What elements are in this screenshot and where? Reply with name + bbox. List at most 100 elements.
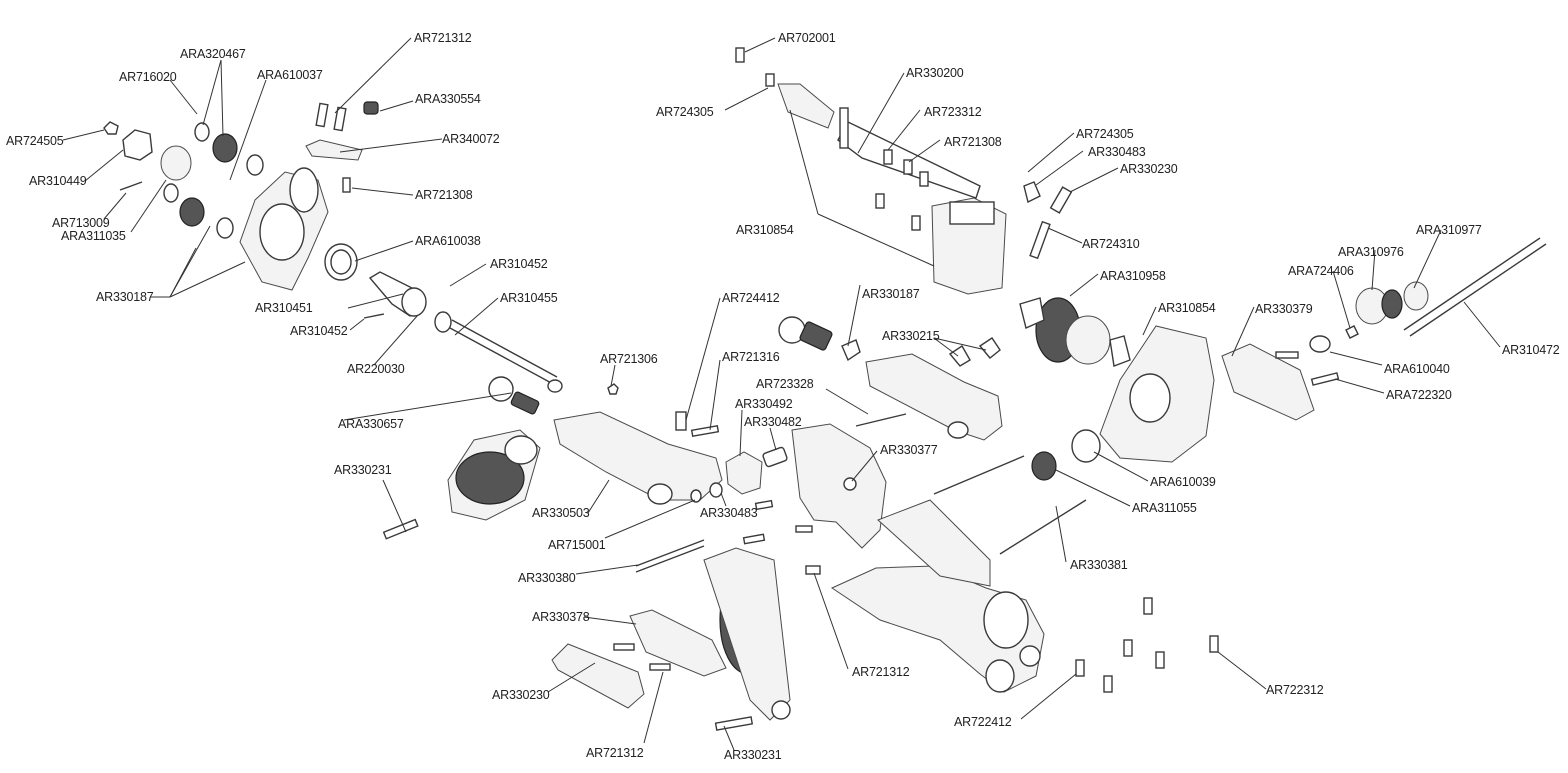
pinion-gear xyxy=(1031,451,1057,481)
label-ar330492: AR330492 xyxy=(735,397,793,411)
rear-arm-hub xyxy=(983,591,1029,649)
rear-hinge-pin-2 xyxy=(999,499,1087,555)
rod-end xyxy=(675,411,687,431)
ball-stud xyxy=(363,101,379,115)
rear-arm-upper xyxy=(877,499,991,587)
label-ar724305-left: AR724305 xyxy=(656,105,714,119)
small-nut xyxy=(103,121,119,135)
screw-r4 xyxy=(1209,635,1219,653)
label-ar721308-left: AR721308 xyxy=(415,188,473,202)
label-ar713009: AR713009 xyxy=(52,216,110,230)
dogbone-shaft-2 xyxy=(451,319,558,378)
label-ara320467: ARA320467 xyxy=(180,47,246,61)
shock-body-bottom xyxy=(703,547,791,721)
label-ara610039: ARA610039 xyxy=(1150,475,1216,489)
label-ar330231-left: AR330231 xyxy=(334,463,392,477)
label-ara722320: ARA722320 xyxy=(1386,388,1452,402)
label-ara610040: ARA610040 xyxy=(1384,362,1450,376)
label-ar330483-top: AR330483 xyxy=(1088,145,1146,159)
rear-hinge-pin xyxy=(933,455,1025,495)
shock-ball-cup xyxy=(488,376,514,402)
label-ar310854-left: AR310854 xyxy=(736,223,794,237)
small-screw-a xyxy=(883,149,893,165)
tower-screw xyxy=(795,525,813,533)
diff-outdrive xyxy=(1019,297,1045,329)
label-ar724310: AR724310 xyxy=(1082,237,1140,251)
rod-end-right xyxy=(1023,181,1041,204)
label-ar721306: AR721306 xyxy=(600,352,658,366)
dogbone-cup xyxy=(547,379,563,393)
steering-post xyxy=(839,107,849,149)
label-ar330381: AR330381 xyxy=(1070,558,1128,572)
label-ara610038: ARA610038 xyxy=(415,234,481,248)
label-ar723312: AR723312 xyxy=(924,105,982,119)
dogbone-end xyxy=(434,311,452,333)
bearing-upper xyxy=(212,133,238,163)
hub-carrier-bore xyxy=(259,203,305,261)
label-ar724412: AR724412 xyxy=(722,291,780,305)
link-rod xyxy=(1029,220,1051,260)
label-ar330482: AR330482 xyxy=(744,415,802,429)
small-screw-d xyxy=(875,193,885,209)
screw-shock-top xyxy=(742,533,766,545)
label-ar330378: AR330378 xyxy=(532,610,590,624)
bearing-pinion xyxy=(1071,429,1101,463)
brace-bearing xyxy=(1309,335,1331,353)
label-ar310854-right: AR310854 xyxy=(1158,301,1216,315)
hex-hub xyxy=(160,145,192,181)
label-ar330380: AR330380 xyxy=(518,571,576,585)
dogbone-shaft xyxy=(449,327,556,386)
drive-cup-spline xyxy=(1381,289,1403,319)
pin-short xyxy=(690,424,720,438)
label-ar310449: AR310449 xyxy=(29,174,87,188)
pin xyxy=(119,181,143,191)
hub-carrier-arm xyxy=(289,167,319,213)
bushing-a xyxy=(690,489,702,503)
label-ara311055: ARA311055 xyxy=(1132,501,1197,515)
bushing-b xyxy=(709,482,723,498)
shock-tower xyxy=(791,423,887,549)
nut-small xyxy=(607,383,619,395)
small-screw-c xyxy=(919,171,929,187)
label-ar702001: AR702001 xyxy=(778,31,836,45)
label-ar310452-mid: AR310452 xyxy=(290,324,348,338)
brace-screw xyxy=(1275,351,1299,359)
spring-upper xyxy=(799,321,833,351)
label-ar716020: AR716020 xyxy=(119,70,177,84)
pin-plate-2 xyxy=(649,663,671,671)
clip-right-2 xyxy=(978,337,1001,359)
label-ara330554: ARA330554 xyxy=(415,92,481,106)
hinge-pin xyxy=(635,539,705,567)
label-ara310977: ARA310977 xyxy=(1416,223,1482,237)
steering-crank xyxy=(777,83,835,129)
small-screw-f xyxy=(735,47,745,63)
set-screw xyxy=(1345,325,1359,339)
brace-screw-2 xyxy=(1310,372,1340,386)
rear-brace xyxy=(1221,343,1315,421)
label-ar220030: AR220030 xyxy=(347,362,405,376)
bearing-lower xyxy=(179,197,205,227)
label-ar310451: AR310451 xyxy=(255,301,313,315)
label-ar721312-top: AR721312 xyxy=(414,31,472,45)
turnbuckle xyxy=(855,413,907,427)
clip-left xyxy=(841,339,861,362)
label-ar330379: AR330379 xyxy=(1255,302,1313,316)
upper-arm-pivot xyxy=(947,421,969,439)
clip-right xyxy=(948,345,971,367)
screw-a xyxy=(315,102,329,128)
screw-small xyxy=(754,499,774,511)
label-ar330215: AR330215 xyxy=(882,329,940,343)
screw-r2 xyxy=(1123,639,1133,657)
label-ar721312-mid: AR721312 xyxy=(852,665,910,679)
rear-arm-hub-2 xyxy=(985,659,1015,693)
label-ar330230-top: AR330230 xyxy=(1120,162,1178,176)
part-drawings xyxy=(103,47,1547,731)
label-ara310958: ARA310958 xyxy=(1100,269,1166,283)
diff-case xyxy=(1065,315,1111,365)
tower-ball xyxy=(843,477,857,491)
lower-arm-pivot xyxy=(647,483,673,505)
small-screw-b xyxy=(903,159,913,175)
o-ring-small xyxy=(163,183,179,203)
screw-b xyxy=(333,106,347,132)
